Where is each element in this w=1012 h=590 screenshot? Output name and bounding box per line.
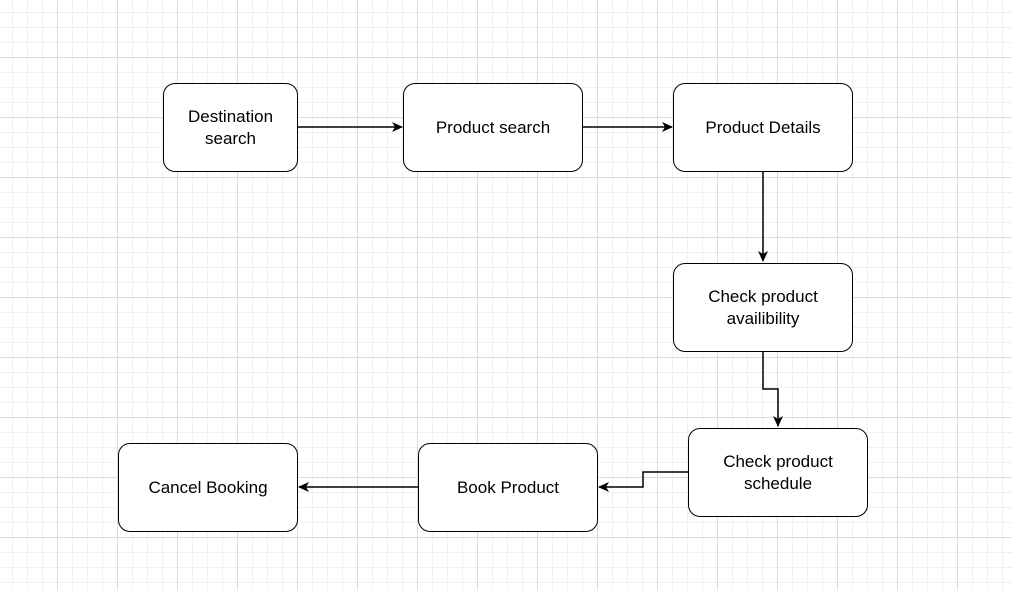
- edge-check-product-schedule-to-book-product: [598, 471, 688, 492]
- node-label-destination-search: Destination search: [187, 106, 274, 148]
- node-product-details[interactable]: Product Details: [673, 83, 853, 172]
- node-destination-search[interactable]: Destination search: [163, 83, 298, 172]
- node-check-product-schedule[interactable]: Check product schedule: [688, 428, 868, 517]
- node-label-product-details: Product Details: [705, 117, 821, 137]
- node-label-check-product-availibility: Check product availibility: [708, 286, 818, 328]
- node-cancel-booking[interactable]: Cancel Booking: [118, 443, 298, 532]
- node-label-check-product-schedule: Check product schedule: [723, 451, 833, 493]
- node-label-cancel-booking: Cancel Booking: [148, 477, 268, 497]
- node-check-product-availibility[interactable]: Check product availibility: [673, 263, 853, 352]
- node-label-book-product: Book Product: [456, 477, 560, 497]
- edge-check-product-availibility-to-check-product-schedule: [762, 352, 783, 427]
- node-product-search[interactable]: Product search: [403, 83, 583, 172]
- node-label-product-search: Product search: [435, 117, 551, 137]
- node-book-product[interactable]: Book Product: [418, 443, 598, 532]
